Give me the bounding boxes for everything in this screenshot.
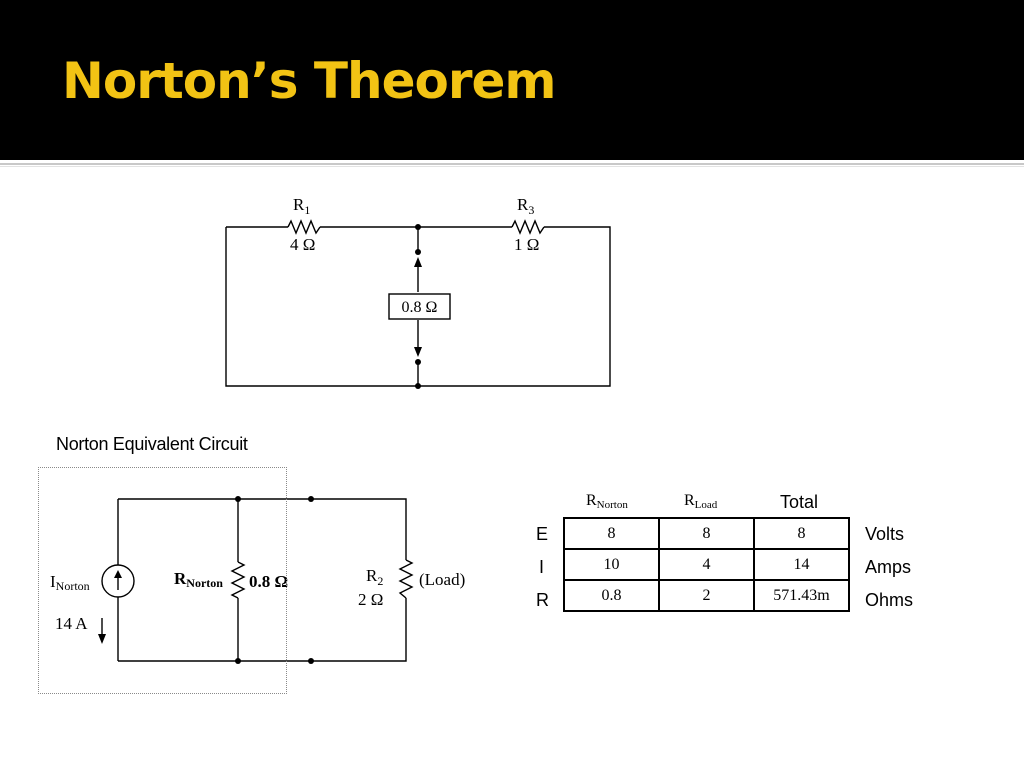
load-label: (Load) [419,570,465,589]
unit-volts: Volts [865,524,905,544]
col-header-total: Total [780,492,818,512]
top-circuit-marks [414,224,422,389]
r3-value: 1 Ω [514,235,539,254]
unit-ohms: Ohms [865,590,914,610]
r2-resistor-symbol [398,559,414,599]
table-cell: 14 [753,548,850,581]
row-label-e: E [536,524,549,544]
table-cell: 4 [658,548,755,581]
table-cell: 8 [658,517,755,550]
col-header-rnorton: RNorton [586,492,628,511]
r1-resistor-symbol [287,219,321,235]
node-dot-bottom-left [235,658,241,664]
rnorton-label: RNorton [174,569,223,590]
equivalent-circuit-marks [98,496,314,664]
junction-dot-bottom [415,383,421,389]
inorton-value: 14 A [55,614,88,633]
equivalent-circuit-heading: Norton Equivalent Circuit [56,434,248,454]
rnorton-resistor-symbol [230,561,246,599]
arrowhead-down-icon [414,347,422,357]
short-resistance-box [388,293,451,320]
r1-value: 4 Ω [290,235,315,254]
table-cell: 571.43m [753,579,850,612]
short-resistance-value: 0.8 Ω [402,299,438,316]
table-cell: 8 [753,517,850,550]
rnorton-value: 0.8 Ω [249,572,288,591]
table-cell: 10 [563,548,660,581]
arrowhead-up-icon [414,257,422,267]
results-table: 8 8 8 10 4 14 0.8 2 571.43m [563,517,850,612]
eq-top-wire [118,498,407,560]
r3-resistor-symbol [511,219,545,235]
row-label-i: I [539,557,545,577]
table-row: 10 4 14 [563,548,850,581]
r1-label: R1 [293,195,310,217]
junction-dot [415,224,421,230]
col-header-rload: RLoad [684,492,718,511]
title-divider [0,163,1024,165]
current-source-arrowhead-icon [114,570,122,578]
inorton-label: INorton [50,572,90,593]
table-row: 0.8 2 571.43m [563,579,850,612]
node-dot-bottom-right [308,658,314,664]
title-bar [0,0,1024,160]
unit-amps: Amps [865,557,912,577]
current-source-icon [101,564,135,598]
terminal-dot-bottom [415,359,421,365]
norton-equivalent-boundary [38,467,287,694]
top-wire-right-upper [225,226,611,387]
source-direction-arrowhead-icon [98,634,106,644]
r2-label: R2 [366,566,383,588]
slide-title: Norton’s Theorem [62,52,556,110]
equivalent-circuit [101,498,414,662]
node-dot-top-left [235,496,241,502]
r3-label: R3 [517,195,534,217]
table-cell: 8 [563,517,660,550]
table-row: 8 8 8 [563,517,850,550]
eq-bottom-wire [118,598,407,662]
row-label-r: R [536,590,549,610]
terminal-dot-top [415,249,421,255]
r2-value: 2 Ω [358,590,383,609]
node-dot-top-right [308,496,314,502]
title-divider-light [0,166,1024,167]
table-cell: 0.8 [563,579,660,612]
table-cell: 2 [658,579,755,612]
